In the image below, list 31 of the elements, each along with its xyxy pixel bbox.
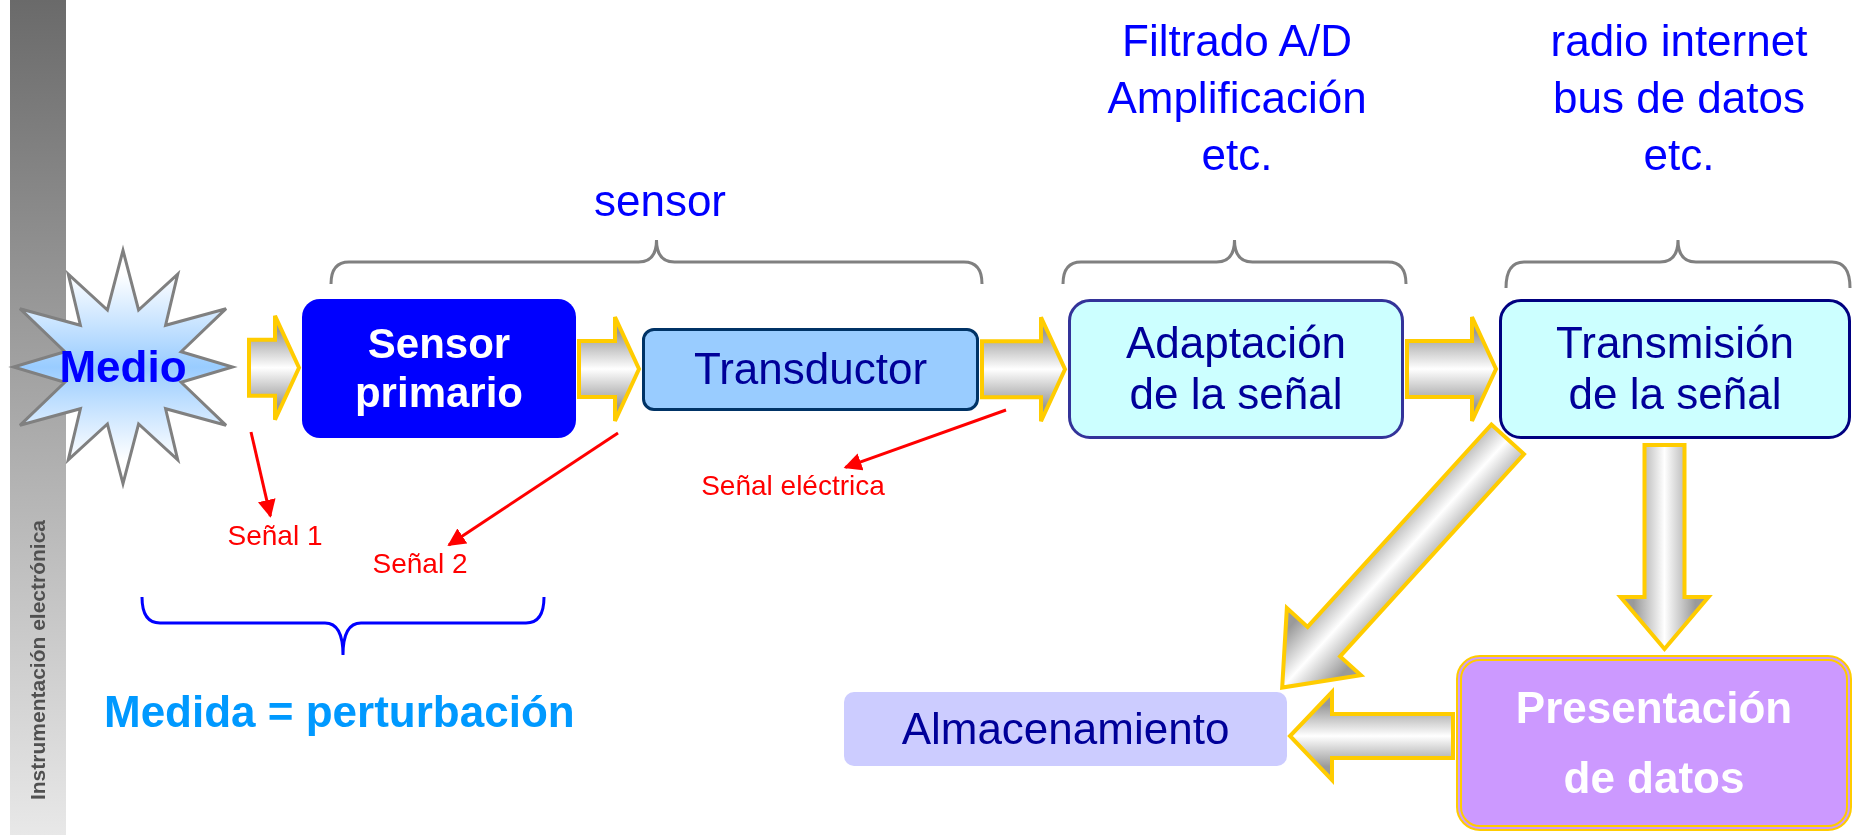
block-arrow <box>577 315 642 423</box>
signal-label: Señal 2 <box>372 547 468 581</box>
box-label: Adaptación de la señal <box>1124 318 1348 420</box>
process-box <box>302 299 576 438</box>
note-label: Medida = perturbación <box>104 686 576 738</box>
box-label: Transmisión de la señal <box>1555 318 1795 420</box>
block-arrow <box>1287 687 1455 785</box>
process-box <box>1499 299 1851 439</box>
process-box <box>1456 655 1852 831</box>
process-box <box>844 692 1287 766</box>
box-label: Presentación de datos <box>1514 681 1794 804</box>
block-arrow <box>980 315 1068 424</box>
process-box <box>1068 299 1404 439</box>
signal-label: Señal 1 <box>227 519 323 553</box>
group-label: radio internet bus de datos etc. <box>1549 15 1809 181</box>
block-arrow <box>1280 421 1527 690</box>
box-label: Sensor primario <box>353 320 524 417</box>
arrow <box>249 431 276 518</box>
medium-label: Medio <box>59 341 187 393</box>
group-label: sensor <box>592 175 728 227</box>
block-arrow <box>1405 315 1499 423</box>
block-arrow <box>247 313 302 422</box>
block-arrow <box>1616 443 1713 653</box>
arrow <box>843 408 1007 471</box>
box-label: Transductor <box>693 344 928 395</box>
group-label: Filtrado A/D Amplificación etc. <box>1106 15 1368 181</box>
signal-label: Señal eléctrica <box>701 469 885 503</box>
arrow <box>447 431 619 547</box>
vertical-title: Instrumentación electrónica <box>25 518 50 803</box>
process-box <box>642 328 979 411</box>
box-label: Almacenamiento <box>901 703 1230 755</box>
